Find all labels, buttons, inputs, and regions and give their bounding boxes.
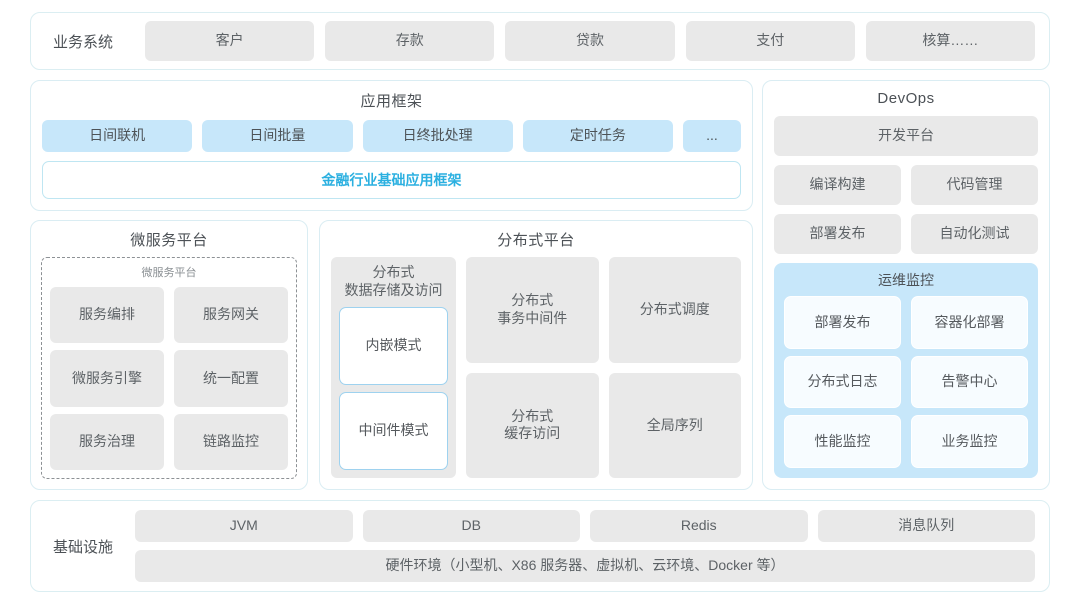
devops-panel: DevOps 开发平台 编译构建 代码管理 部署发布 自动化测试 运维监控 部署… [762, 80, 1050, 490]
devops-title: DevOps [877, 90, 935, 107]
business-systems-chip-row: 客户 存款 贷款 支付 核算…… [145, 21, 1036, 61]
distributed-storage-caption: 分布式 数据存储及访问 [344, 264, 443, 298]
appfw-chip-scheduled-task[interactable]: 定时任务 [522, 120, 673, 152]
devops-chip-code-management[interactable]: 代码管理 [911, 165, 1038, 205]
ops-chip-business-monitoring[interactable]: 业务监控 [911, 415, 1028, 468]
business-chip-loan[interactable]: 贷款 [505, 21, 675, 61]
infra-chip-message-queue[interactable]: 消息队列 [817, 510, 1035, 542]
devops-chip-deploy-release[interactable]: 部署发布 [774, 214, 901, 254]
micro-chip-link-monitoring[interactable]: 链路监控 [174, 413, 288, 470]
storage-mode-embedded[interactable]: 内嵌模式 [339, 307, 448, 385]
infrastructure-section: 基础设施 JVM DB Redis 消息队列 硬件环境（小型机、X86 服务器、… [30, 500, 1050, 592]
micro-chip-service-gateway[interactable]: 服务网关 [174, 287, 288, 344]
micro-chip-service-orchestration[interactable]: 服务编排 [50, 287, 164, 344]
dist-chip-global-sequence[interactable]: 全局序列 [608, 372, 741, 478]
distributed-platform-title: 分布式平台 [497, 232, 575, 249]
application-framework-chip-row: 日间联机 日间批量 日终批处理 定时任务 ... [42, 120, 741, 152]
lower-platform-row: 微服务平台 微服务平台 服务编排 服务网关 微服务引擎 统一配置 服务治理 链路… [30, 220, 753, 490]
appfw-chip-more[interactable]: ... [683, 120, 741, 152]
microservice-platform-panel: 微服务平台 微服务平台 服务编排 服务网关 微服务引擎 统一配置 服务治理 链路… [30, 220, 308, 490]
microservice-inner-label: 微服务平台 [141, 267, 197, 279]
dist-chip-cache-access[interactable]: 分布式 缓存访问 [466, 372, 599, 478]
microservice-inner-dashed-box: 微服务平台 服务编排 服务网关 微服务引擎 统一配置 服务治理 链路监控 [41, 257, 297, 479]
middle-area: 应用框架 日间联机 日间批量 日终批处理 定时任务 ... 金融行业基础应用框架… [30, 80, 1050, 490]
devops-pair-row-2: 部署发布 自动化测试 [774, 214, 1038, 254]
appfw-chip-eod-batch[interactable]: 日终批处理 [362, 120, 513, 152]
devops-chip-compile-build[interactable]: 编译构建 [774, 165, 901, 205]
storage-mode-middleware[interactable]: 中间件模式 [339, 392, 448, 470]
ops-chip-containerized-deploy[interactable]: 容器化部署 [911, 296, 1028, 349]
distributed-storage-card[interactable]: 分布式 数据存储及访问 内嵌模式 中间件模式 [331, 257, 456, 478]
micro-chip-microservice-engine[interactable]: 微服务引擎 [50, 350, 164, 407]
infra-chip-redis[interactable]: Redis [590, 510, 808, 542]
business-chip-accounting[interactable]: 核算…… [865, 21, 1036, 61]
appfw-chip-daytime-online[interactable]: 日间联机 [42, 120, 193, 152]
business-chip-customer[interactable]: 客户 [145, 21, 315, 61]
ops-chip-distributed-logs[interactable]: 分布式日志 [784, 355, 901, 409]
ops-chip-deploy-release[interactable]: 部署发布 [784, 296, 901, 349]
infrastructure-label: 基础设施 [52, 538, 113, 556]
appfw-chip-daytime-batch[interactable]: 日间批量 [202, 120, 353, 152]
ops-monitoring-grid: 部署发布 容器化部署 分布式日志 告警中心 性能监控 业务监控 [784, 296, 1028, 468]
ops-monitoring-block: 运维监控 部署发布 容器化部署 分布式日志 告警中心 性能监控 业务监控 [774, 263, 1038, 478]
infra-chip-jvm[interactable]: JVM [135, 510, 353, 542]
business-systems-label: 业务系统 [52, 33, 113, 51]
finance-base-framework-banner: 金融行业基础应用框架 [42, 161, 741, 199]
ops-chip-performance-monitoring[interactable]: 性能监控 [784, 415, 901, 468]
devops-chip-dev-platform[interactable]: 开发平台 [774, 116, 1038, 156]
distributed-platform-panel: 分布式平台 分布式 数据存储及访问 内嵌模式 中间件模式 分布式 事务中间件 分… [319, 220, 753, 490]
infrastructure-body: JVM DB Redis 消息队列 硬件环境（小型机、X86 服务器、虚拟机、云… [135, 510, 1035, 582]
business-chip-deposit[interactable]: 存款 [325, 21, 495, 61]
devops-pair-row-1: 编译构建 代码管理 [774, 165, 1038, 205]
dist-chip-scheduling[interactable]: 分布式调度 [608, 257, 741, 363]
infrastructure-chip-row: JVM DB Redis 消息队列 [135, 510, 1035, 542]
distributed-body: 分布式 数据存储及访问 内嵌模式 中间件模式 分布式 事务中间件 分布式调度 分… [331, 257, 741, 478]
devops-chip-automated-testing[interactable]: 自动化测试 [911, 214, 1038, 254]
application-framework-title: 应用框架 [360, 93, 423, 110]
business-systems-section: 业务系统 客户 存款 贷款 支付 核算…… [30, 12, 1050, 70]
microservice-chip-grid: 服务编排 服务网关 微服务引擎 统一配置 服务治理 链路监控 [50, 287, 288, 470]
infra-chip-hardware-environment[interactable]: 硬件环境（小型机、X86 服务器、虚拟机、云环境、Docker 等） [135, 550, 1035, 582]
application-framework-panel: 应用框架 日间联机 日间批量 日终批处理 定时任务 ... 金融行业基础应用框架 [30, 80, 753, 211]
ops-chip-alert-center[interactable]: 告警中心 [911, 355, 1028, 409]
business-chip-payment[interactable]: 支付 [685, 21, 855, 61]
distributed-chip-grid: 分布式 事务中间件 分布式调度 分布式 缓存访问 全局序列 [466, 257, 741, 478]
infra-chip-db[interactable]: DB [362, 510, 580, 542]
ops-monitoring-title: 运维监控 [878, 272, 934, 288]
micro-chip-unified-config[interactable]: 统一配置 [174, 350, 288, 407]
dist-chip-transaction-middleware[interactable]: 分布式 事务中间件 [466, 257, 599, 363]
micro-chip-service-governance[interactable]: 服务治理 [50, 413, 164, 470]
microservice-platform-title: 微服务平台 [130, 232, 208, 249]
platform-column: 应用框架 日间联机 日间批量 日终批处理 定时任务 ... 金融行业基础应用框架… [30, 80, 753, 490]
